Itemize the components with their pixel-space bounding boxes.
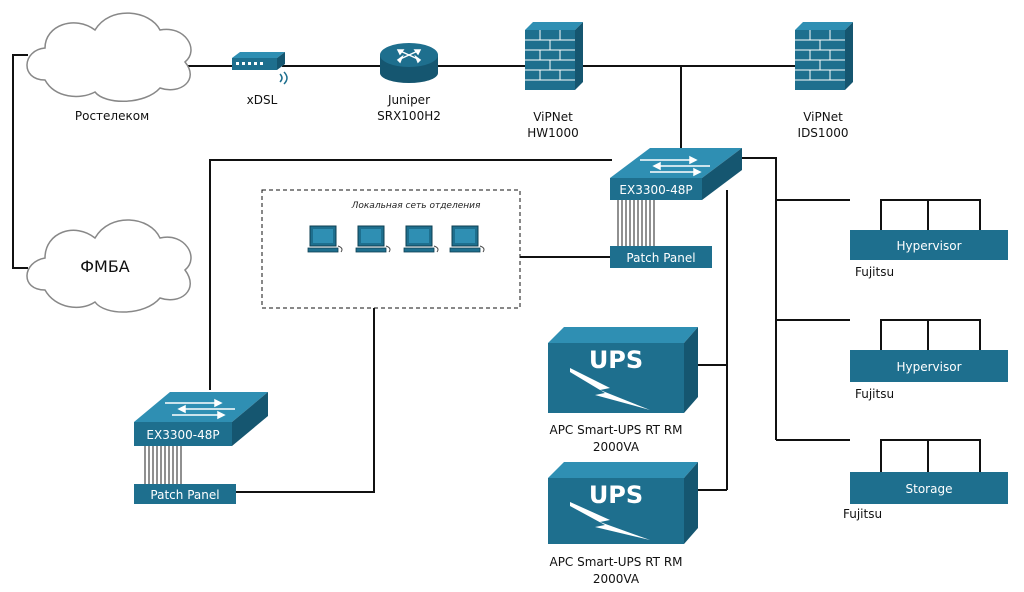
ups-1: UPS APC Smart-UPS RT RM 2000VA (548, 327, 698, 454)
firewall-icon (795, 22, 853, 90)
computer-icon (403, 225, 439, 253)
ups-2-model: APC Smart-UPS RT RM (549, 555, 682, 569)
patch-top-label: Patch Panel (626, 251, 695, 265)
router-icon (380, 43, 438, 83)
ups-icon (548, 462, 698, 544)
rostelecom-label: Ростелеком (75, 109, 149, 123)
computer-icon (307, 225, 343, 253)
fw1-label-line1: ViPNet (533, 110, 573, 124)
server-icon (850, 472, 1008, 504)
server-2-vendor: Fujitsu (855, 387, 894, 401)
ups-1-model: APC Smart-UPS RT RM (549, 423, 682, 437)
cloud-fmba: ФМБА (26, 219, 192, 313)
fw1-label-line2: HW1000 (527, 126, 578, 140)
firewall-icon (525, 22, 583, 90)
patch-panel-top: Patch Panel (610, 246, 712, 268)
firewall-ids1000: ViPNet IDS1000 (795, 22, 853, 140)
xdsl-label: xDSL (247, 93, 278, 107)
cloud-icon (26, 219, 192, 313)
server-3-vendor: Fujitsu (843, 507, 882, 521)
juniper-router: Juniper SRX100H2 (377, 43, 441, 123)
fw2-label-line1: ViPNet (803, 110, 843, 124)
computer-icon (449, 225, 485, 253)
switch-bottom: EX3300-48P (134, 392, 268, 446)
server-3-label: Storage (906, 482, 953, 496)
connection-lines (12, 54, 981, 493)
cloud-icon (26, 12, 192, 103)
switch-top: EX3300-48P (610, 148, 742, 200)
patch-panel-bottom: Patch Panel (134, 484, 236, 504)
lan-title: Локальная сеть отделения (351, 201, 481, 211)
xdsl-modem: xDSL (232, 52, 288, 107)
ups-2-badge: UPS (589, 481, 643, 509)
server-hypervisor-2: Hypervisor Fujitsu (850, 350, 1008, 401)
switch-bottom-label: EX3300-48P (146, 428, 219, 442)
switch-top-label: EX3300-48P (619, 183, 692, 197)
server-1-label: Hypervisor (896, 239, 961, 253)
ups-2-capacity: 2000VA (593, 572, 640, 586)
firewall-hw1000: ViPNet HW1000 (525, 22, 583, 140)
ups-icon (548, 327, 698, 413)
cloud-rostelecom: Ростелеком (26, 12, 192, 123)
computer-icon (355, 225, 391, 253)
network-switch-icon (134, 392, 268, 446)
router-model-line2: SRX100H2 (377, 109, 441, 123)
fw2-label-line2: IDS1000 (798, 126, 849, 140)
server-icon (850, 230, 1008, 260)
modem-icon (232, 52, 288, 85)
ups-1-capacity: 2000VA (593, 440, 640, 454)
server-storage: Storage Fujitsu (843, 472, 1008, 521)
router-model-line1: Juniper (387, 93, 430, 107)
server-1-vendor: Fujitsu (855, 265, 894, 279)
server-hypervisor-1: Hypervisor Fujitsu (850, 230, 1008, 279)
server-icon (850, 350, 1008, 382)
ups-2: UPS APC Smart-UPS RT RM 2000VA (548, 462, 698, 586)
ups-1-badge: UPS (589, 346, 643, 374)
server-2-label: Hypervisor (896, 360, 961, 374)
lan-group: Локальная сеть отделения (261, 189, 521, 309)
network-switch-icon (610, 148, 742, 200)
fmba-label: ФМБА (80, 257, 130, 276)
patch-bottom-label: Patch Panel (150, 488, 219, 502)
